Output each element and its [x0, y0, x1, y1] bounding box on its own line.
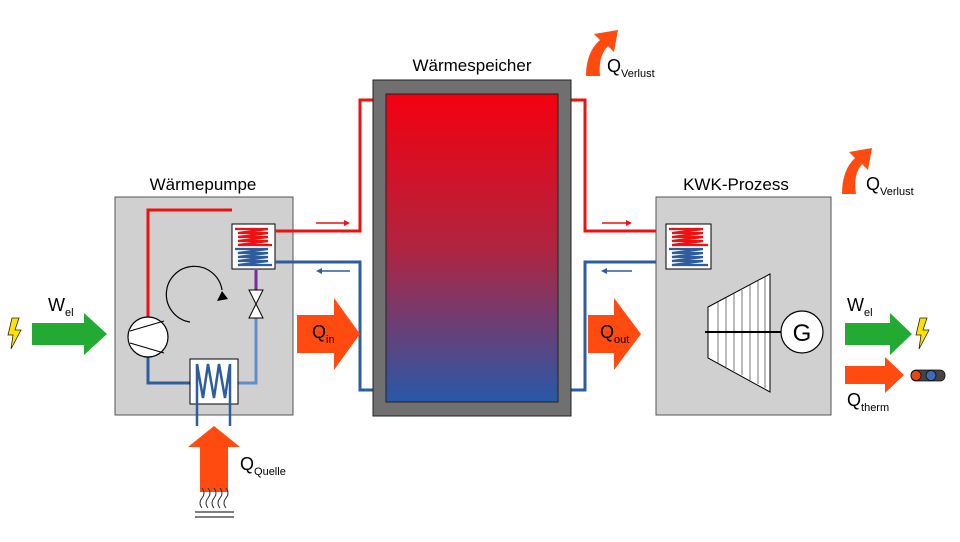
- w-el-out-label: Wel: [847, 295, 873, 319]
- heat-pump-title: Wärmepumpe: [150, 175, 257, 194]
- q-loss-storage-label: QVerlust: [607, 56, 655, 80]
- storage-chp-hot-pipe: [558, 98, 666, 233]
- hp-cold-line: [146, 356, 190, 385]
- q-source-label: QQuelle: [240, 454, 286, 478]
- hp-expansion-line: [238, 318, 258, 385]
- chp-unit: KWK-Prozess G: [655, 175, 832, 416]
- chp-loss-arrow: [842, 148, 872, 194]
- compressor-icon: [127, 316, 169, 358]
- district-heating-pipe-icon: [910, 369, 946, 382]
- electric-input-arrow: [32, 313, 107, 355]
- storage-gradient: [385, 93, 559, 403]
- lightning-icon: [7, 317, 22, 350]
- heat-pump: Wärmepumpe: [114, 175, 294, 426]
- generator-icon: [780, 310, 824, 354]
- storage-loss-arrow: [586, 30, 618, 76]
- hp-hot-line: [146, 208, 232, 318]
- q-out-arrow: [588, 298, 641, 370]
- q-source-arrow: [188, 426, 240, 492]
- q-loss-chp-label: QVerlust: [866, 174, 914, 198]
- q-therm-label: Qtherm: [847, 390, 889, 414]
- expansion-valve-icon: [248, 289, 264, 319]
- generator-label: G: [793, 320, 812, 347]
- heat-source-icon: [195, 487, 234, 518]
- q-in-arrow: [297, 298, 360, 370]
- circulation-arrow-icon: [165, 265, 223, 323]
- lightning-icon: [915, 317, 930, 350]
- flow-arrow-icon: [316, 268, 322, 274]
- q-in-label: Qin: [312, 322, 335, 346]
- thermal-output-arrow: [845, 357, 904, 393]
- w-el-in-label: Wel: [48, 295, 74, 319]
- q-out-label: Qout: [600, 322, 629, 346]
- flow-arrow-icon: [344, 220, 350, 226]
- storage-tank: Wärmespeicher: [372, 56, 572, 417]
- flow-arrow-icon: [601, 268, 607, 274]
- chp-title: KWK-Prozess: [683, 175, 789, 194]
- flow-arrow-icon: [626, 220, 632, 226]
- storage-title: Wärmespeicher: [412, 56, 531, 75]
- electric-output-arrow: [845, 313, 912, 355]
